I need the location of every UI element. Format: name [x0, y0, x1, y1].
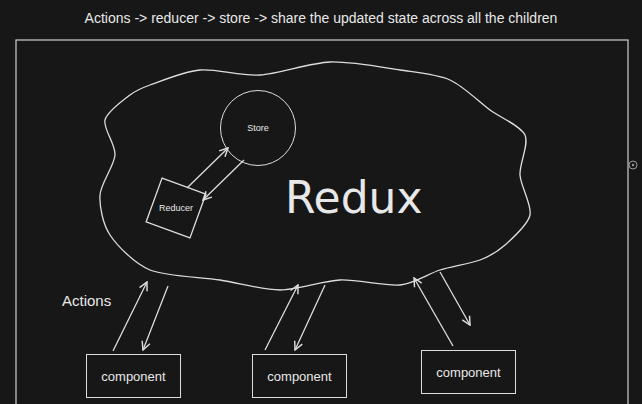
resize-handle-dot — [632, 164, 634, 166]
resize-handle — [629, 161, 637, 169]
cloud-path — [100, 62, 530, 290]
store-circle: Store — [220, 90, 296, 166]
node-label: component — [267, 369, 331, 384]
node-label: Reducer — [159, 203, 193, 213]
reducer-outline — [146, 178, 206, 238]
outer-frame — [16, 40, 628, 404]
flow-arrow — [143, 286, 168, 350]
node-label: Store — [247, 123, 269, 133]
component-box: component — [421, 350, 516, 394]
region-title: Redux — [285, 172, 423, 223]
flow-arrow — [265, 285, 298, 350]
flow-arrow — [440, 272, 470, 325]
node-label: component — [101, 369, 165, 384]
component-box: component — [252, 354, 347, 398]
node-label: component — [436, 365, 500, 380]
cloud-region: Redux StoreReducer — [100, 60, 535, 295]
flow-arrow — [113, 282, 147, 351]
label-wrap: Actions — [62, 292, 111, 310]
flow-label: Actions — [62, 292, 111, 309]
flow-arrow — [414, 278, 453, 346]
diagram-title: Actions -> reducer -> store -> share the… — [85, 10, 558, 26]
flow-arrow — [203, 160, 244, 200]
flow-arrow — [295, 285, 325, 350]
title-wrap: Actions -> reducer -> store -> share the… — [0, 9, 642, 27]
reducer-square: Reducer — [145, 178, 207, 238]
component-box: component — [86, 354, 181, 398]
